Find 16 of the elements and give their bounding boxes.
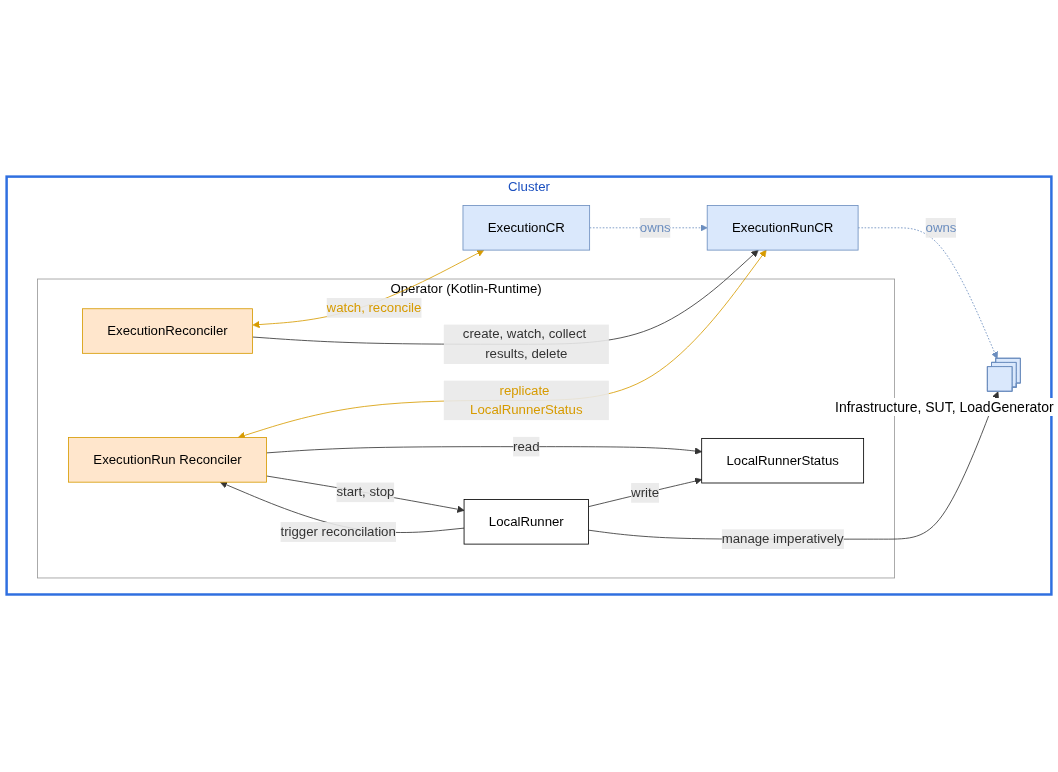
node-box: LocalRunner (463, 499, 589, 545)
node-box: ExecutionReconciler (82, 308, 253, 355)
edge-label: create, watch, collect results, delete (462, 327, 587, 362)
node-box: ExecutionRunCR (706, 205, 859, 251)
edge-label: start, stop (336, 485, 395, 500)
edge-label: watch, reconcile (326, 300, 422, 315)
edge-label: replicate LocalRunnerStatus (470, 383, 583, 418)
node-box: ExecutionRun Reconciler (68, 437, 267, 484)
edge-label: trigger reconcilation (280, 525, 396, 540)
edge-label: manage imperatively (721, 532, 844, 547)
node-box: ExecutionCR (462, 205, 591, 251)
edge-label: read (513, 439, 540, 454)
edge-label: owns (925, 220, 957, 235)
edge-label: owns (639, 220, 671, 235)
node-box: LocalRunnerStatus (701, 438, 865, 484)
edge-label: write (631, 485, 660, 500)
